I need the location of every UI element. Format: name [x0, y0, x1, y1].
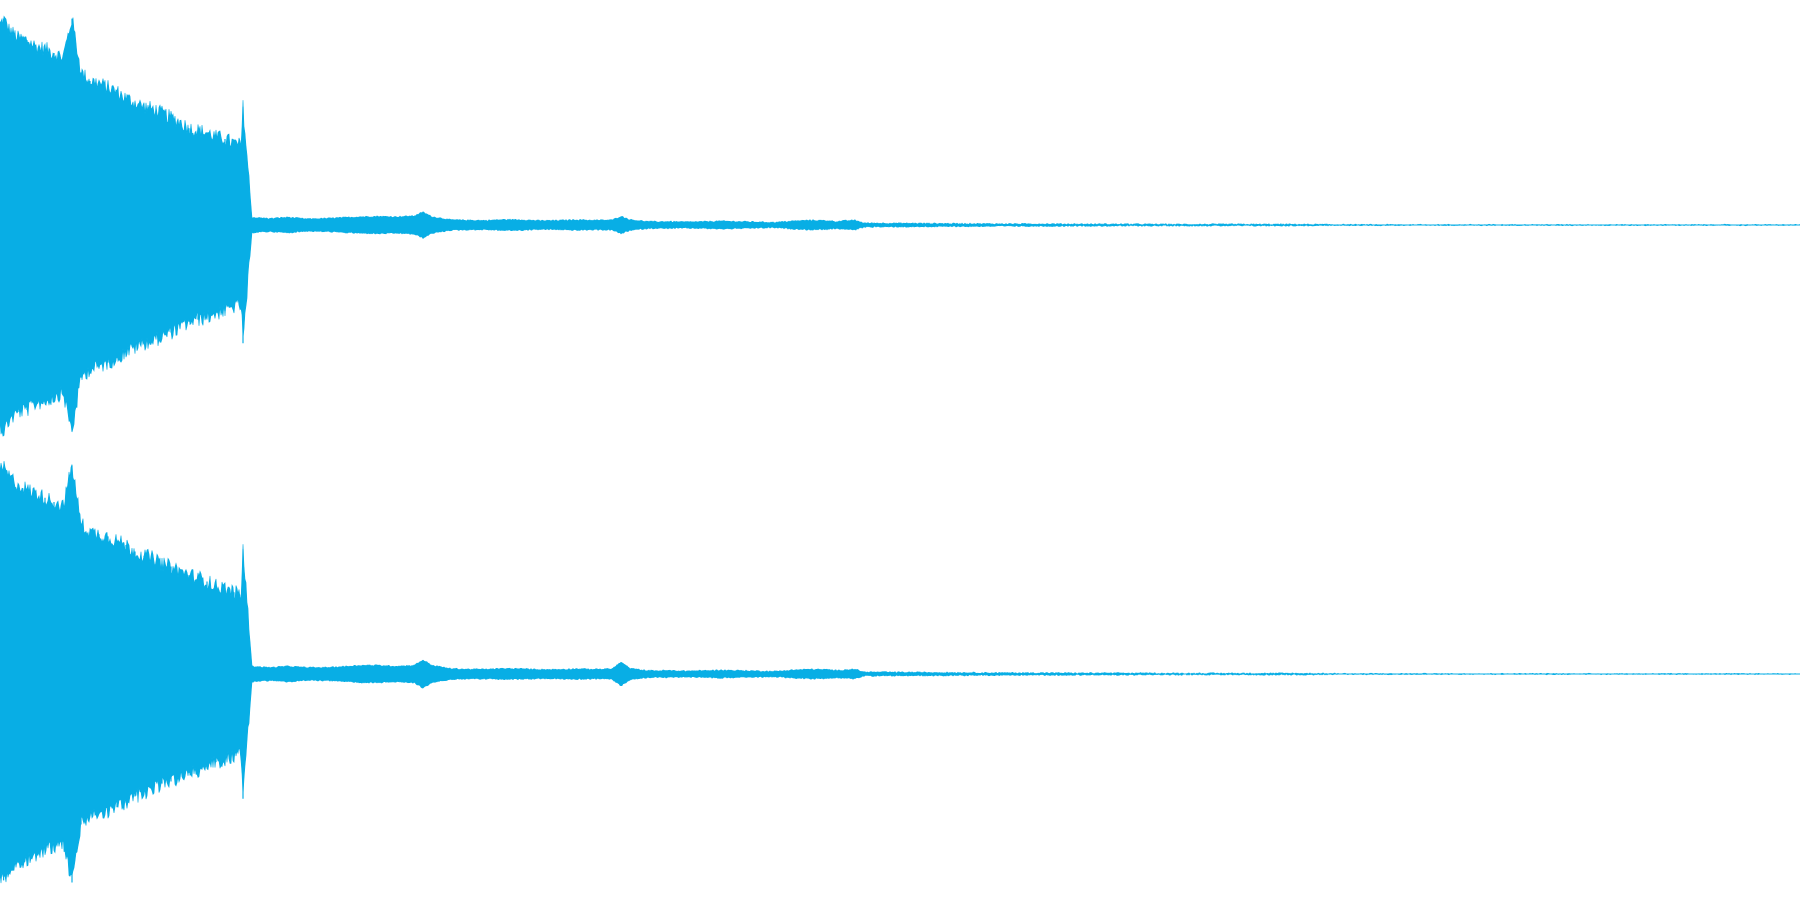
channel-2-waveform [0, 461, 1800, 884]
channel-1-waveform [0, 15, 1800, 437]
